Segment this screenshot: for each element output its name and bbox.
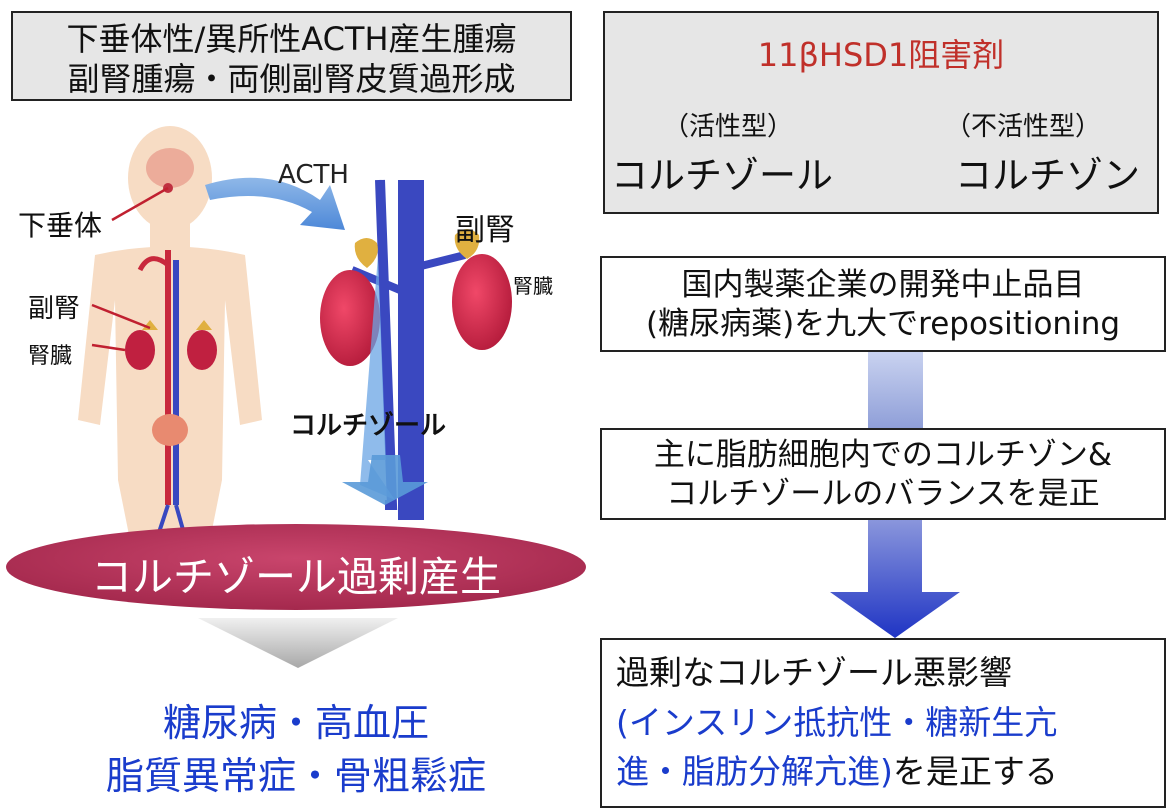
overproduction-label: コルチゾール過剰産生 [91, 553, 501, 601]
overproduction-ellipse [6, 524, 586, 610]
effect-box: 過剰なコルチゾール悪影響 (インスリン抵抗性・糖新生亢 進・脂肪分解亢進)を是正… [600, 638, 1166, 808]
effect-line-3-black: を是正する [892, 752, 1058, 791]
effect-line-1: 過剰なコルチゾール悪影響 [616, 653, 1012, 692]
pale-blue-connector [868, 352, 923, 428]
acth-curve-arrow [205, 177, 345, 230]
gray-down-arrow [198, 618, 398, 668]
effect-line-2: (インスリン抵抗性・糖新生亢 [616, 702, 1058, 742]
inhibitor-label: 11βHSD1阻害剤 [757, 36, 1005, 74]
balance-line-1: 主に脂肪細胞内でのコルチゾン& [653, 437, 1113, 473]
causes-line-2: 副腎腫瘍・両側副腎皮質過形成 [67, 60, 516, 98]
causes-line-1: 下垂体性/異所性ACTH産生腫瘍 [66, 20, 517, 58]
mechanism-box: 11βHSD1阻害剤 （活性型） （不活性型） コルチゾール コルチゾン [603, 11, 1159, 214]
effect-line-3-text: 進・脂肪分解亢進)を是正する [616, 752, 1058, 791]
label-adrenal-left: 副腎 [28, 294, 81, 324]
diseases-line-1: 糖尿病・高血圧 [162, 701, 429, 745]
balance-line-2: コルチゾールのバランスを是正 [666, 475, 1100, 512]
cortisol-label: コルチゾール [611, 154, 833, 197]
effect-line-3: 進・脂肪分解亢進)を是正する [616, 747, 1164, 797]
repositioning-line-2: (糖尿病薬)を九大でrepositioning [645, 305, 1121, 342]
inactive-label: （不活性型） [945, 112, 1102, 142]
repositioning-box: 国内製薬企業の開発中止品目 (糖尿病薬)を九大でrepositioning [600, 256, 1166, 352]
diseases-line-2: 脂質異常症・骨粗鬆症 [105, 754, 486, 798]
balance-box: 主に脂肪細胞内でのコルチゾン& コルチゾールのバランスを是正 [600, 428, 1166, 520]
cortisol-flow-arrow [342, 455, 428, 505]
label-pituitary: 下垂体 [18, 209, 103, 242]
label-kidney-right: 腎臓 [513, 274, 553, 298]
label-kidney-left: 腎臓 [28, 344, 73, 369]
cortisone-label: コルチゾン [955, 154, 1140, 197]
effect-line-3-blue: 進・脂肪分解亢進) [616, 752, 893, 791]
kidney-closeup [320, 179, 512, 520]
dark-blue-down-arrow [830, 520, 960, 638]
active-label: （活性型） [663, 112, 794, 142]
label-adrenal-right: 副腎 [455, 213, 515, 248]
label-acth: ACTH [278, 160, 349, 190]
causes-box: 下垂体性/異所性ACTH産生腫瘍 副腎腫瘍・両側副腎皮質過形成 [11, 11, 572, 101]
repositioning-line-1: 国内製薬企業の開発中止品目 [681, 267, 1085, 303]
human-body-figure [78, 126, 262, 600]
label-cortisol: コルチゾール [290, 411, 447, 441]
